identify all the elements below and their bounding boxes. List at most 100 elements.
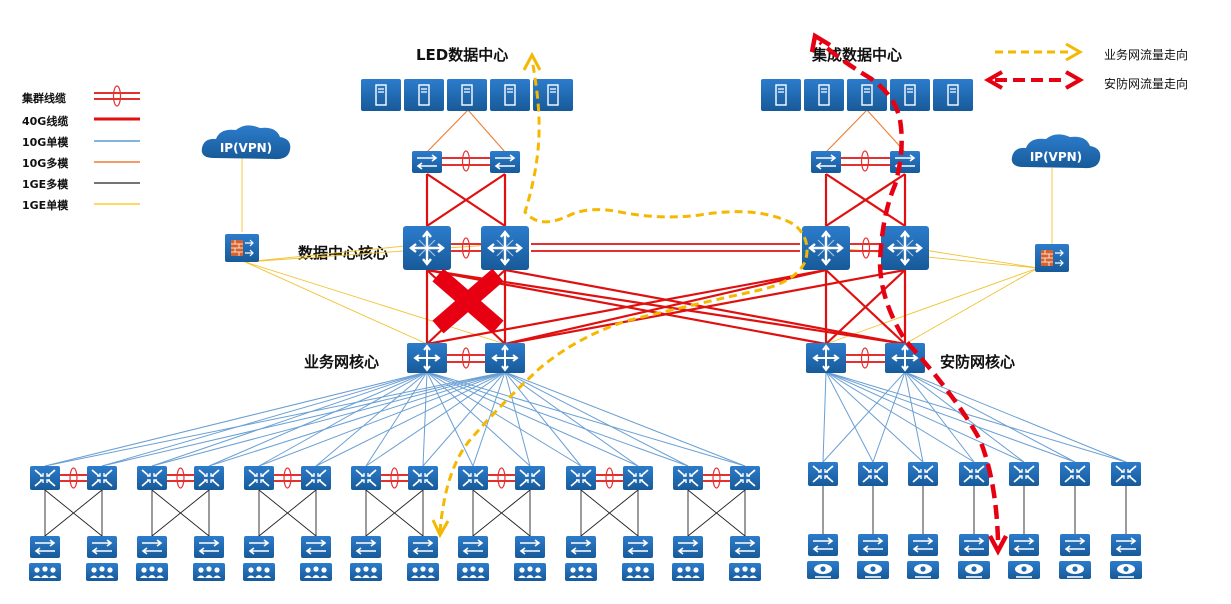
access-1ge-links — [44, 489, 746, 537]
security-access-switch — [907, 533, 939, 557]
security-access-switch — [857, 533, 889, 557]
legend-item-10g-mm: 10G多模 — [22, 157, 69, 170]
security-aggregation-switch — [857, 461, 889, 487]
access-uplink — [872, 371, 906, 463]
user-group-icon — [565, 563, 597, 581]
security-flow-legend-label: 安防网流量走向 — [1104, 77, 1189, 91]
security-aggregation-switch — [1008, 461, 1040, 487]
access-uplink — [504, 371, 582, 467]
access-aggregation-switch — [193, 465, 225, 491]
access-uplink — [101, 371, 428, 467]
flow-legend-arrows — [983, 42, 1085, 90]
access-aggregation-switch — [136, 465, 168, 491]
access-uplink — [422, 371, 428, 467]
access-switch — [622, 535, 654, 559]
user-group-icon — [672, 563, 704, 581]
access-aggregation-switch — [514, 465, 546, 491]
access-switch — [350, 535, 382, 559]
access-uplink — [825, 371, 1076, 463]
access-uplink — [426, 371, 582, 467]
access-uplink — [426, 371, 746, 467]
user-group-icon — [86, 563, 118, 581]
security-access-switch — [1059, 533, 1091, 557]
access-uplink — [825, 371, 874, 463]
integrated-datacenter-title: 集成数据中心 — [812, 46, 903, 64]
led-dc-servers — [360, 78, 574, 112]
security-access-switch — [807, 533, 839, 557]
legend-item-40g: 40G线缆 — [22, 115, 69, 128]
business-flow-legend-label: 业务网流量走向 — [1104, 48, 1189, 62]
camera-icon — [906, 560, 940, 580]
access-uplink — [825, 371, 1127, 463]
cluster-marker — [390, 467, 399, 489]
security-traffic-flow — [809, 32, 1008, 556]
access-uplink — [315, 371, 506, 467]
security-aggregation-switch — [807, 461, 839, 487]
access-uplink — [151, 371, 428, 467]
failure-cross-mark — [432, 268, 504, 334]
business-access-layer — [29, 465, 761, 581]
access-uplink — [258, 371, 428, 467]
user-group-icon — [29, 563, 61, 581]
business-traffic-flow — [431, 51, 809, 539]
access-aggregation-switch — [86, 465, 118, 491]
security-aggregation-switch — [1110, 461, 1142, 487]
access-uplink — [426, 371, 639, 467]
access-uplink — [44, 371, 506, 467]
access-aggregation-switch — [300, 465, 332, 491]
user-group-icon — [136, 563, 168, 581]
user-group-icon — [457, 563, 489, 581]
legend-lines — [94, 85, 140, 205]
access-uplink — [101, 371, 506, 467]
camera-icon — [806, 560, 840, 580]
user-group-icon — [243, 563, 275, 581]
access-switch — [300, 535, 332, 559]
access-switch — [672, 535, 704, 559]
access-uplink — [822, 371, 906, 463]
access-uplink — [504, 371, 639, 467]
security-aggregation-switch — [1059, 461, 1091, 487]
access-uplink — [904, 371, 975, 463]
dc-switches — [411, 150, 921, 174]
access-uplink — [825, 371, 924, 463]
access-uplink — [208, 371, 506, 467]
integrated-dc-servers — [760, 78, 974, 112]
access-uplink — [426, 371, 474, 467]
access-uplink — [365, 371, 506, 467]
dc-core-title: 数据中心核心 — [298, 244, 389, 262]
access-uplink — [426, 371, 689, 467]
user-group-icon — [622, 563, 654, 581]
legend-item-1ge-sm: 1GE单模 — [22, 199, 69, 212]
access-switch — [565, 535, 597, 559]
user-group-icon — [729, 563, 761, 581]
cluster-marker — [712, 467, 721, 489]
right-vpn-cloud: IP(VPN) — [1011, 134, 1101, 169]
access-switch — [243, 535, 275, 559]
access-uplink — [504, 371, 531, 467]
access-switch — [86, 535, 118, 559]
access-uplink — [904, 371, 924, 463]
cluster-marker — [605, 467, 614, 489]
cluster-marker — [283, 467, 292, 489]
security-access-switch — [1008, 533, 1040, 557]
security-access-layer — [806, 461, 1143, 580]
access-uplink — [504, 371, 689, 467]
svg-text:IP(VPN): IP(VPN) — [1030, 150, 1082, 164]
security-aggregation-switch — [907, 461, 939, 487]
left-vpn-cloud: IP(VPN) — [201, 125, 291, 160]
access-uplink — [904, 371, 1127, 463]
camera-icon — [1109, 560, 1143, 580]
access-uplink — [365, 371, 428, 467]
access-aggregation-switch — [672, 465, 704, 491]
camera-icon — [856, 560, 890, 580]
access-aggregation-switch — [407, 465, 439, 491]
access-switch — [514, 535, 546, 559]
access-switch — [407, 535, 439, 559]
access-uplink — [315, 371, 428, 467]
access-aggregation-switch — [622, 465, 654, 491]
access-aggregation-switch — [565, 465, 597, 491]
access-uplink — [825, 371, 975, 463]
access-aggregation-switch — [350, 465, 382, 491]
server-uplinks — [426, 109, 906, 153]
